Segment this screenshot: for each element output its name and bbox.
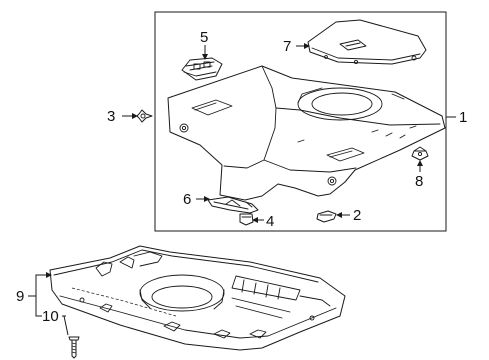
callout-8: 8 — [415, 173, 423, 190]
switch-bracket — [181, 57, 223, 81]
speaker-grille-cover — [307, 19, 427, 65]
leader-9 — [28, 272, 52, 317]
harness-bracket — [207, 196, 259, 214]
callout-10: 10 — [42, 308, 59, 325]
leader-6 — [196, 196, 210, 202]
callout-6: 6 — [183, 191, 191, 208]
callout-3: 3 — [107, 108, 115, 125]
leader-2 — [336, 212, 350, 218]
callout-4: 4 — [266, 213, 274, 230]
retainer-clip — [411, 146, 429, 161]
callout-9: 9 — [16, 288, 24, 305]
leader-10 — [62, 315, 69, 336]
callout-1: 1 — [459, 109, 467, 126]
nut-fastener — [316, 210, 337, 223]
clip-small — [239, 213, 254, 226]
leader-3 — [122, 113, 138, 119]
lower-trunk-tray — [49, 245, 346, 351]
rear-shelf-panel — [167, 65, 446, 201]
push-pin-fastener — [136, 109, 153, 123]
leader-7 — [296, 43, 310, 49]
callout-2: 2 — [353, 207, 361, 224]
callout-5: 5 — [200, 29, 208, 46]
callout-7: 7 — [283, 38, 291, 55]
leader-4 — [252, 217, 264, 223]
leader-5 — [202, 45, 208, 60]
screw-fastener — [68, 336, 80, 359]
leader-8 — [417, 160, 423, 172]
assembly-frame — [154, 11, 447, 232]
